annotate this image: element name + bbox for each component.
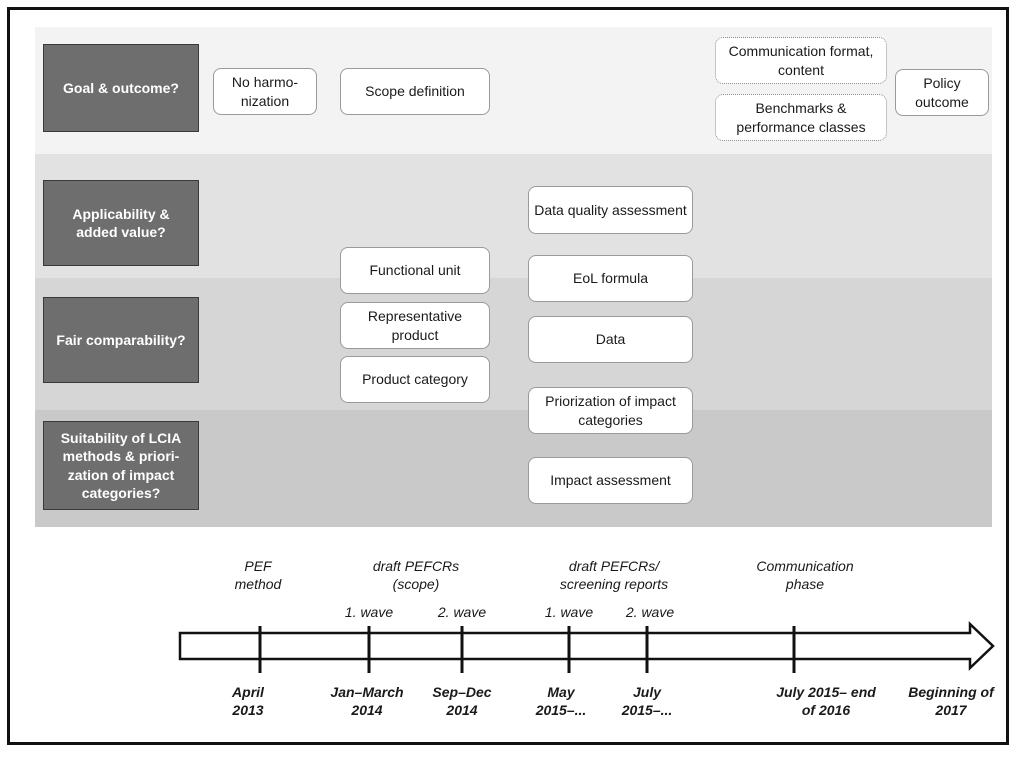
- date-label: Sep–Dec 2014: [432, 684, 492, 719]
- box-policy-outcome: Policy outcome: [895, 69, 989, 116]
- box-scope-definition: Scope definition: [340, 68, 490, 115]
- box-data: Data: [528, 316, 693, 363]
- date-label: May 2015–...: [535, 684, 587, 719]
- phase-draft-screening: draft PEFCRs/ screening reports: [559, 558, 669, 593]
- figure-frame: [7, 7, 1009, 745]
- phase-draft-scope: draft PEFCRs (scope): [372, 558, 460, 593]
- box-communication-format: Communication format, content: [715, 37, 887, 84]
- box-benchmarks: Benchmarks & performance classes: [715, 94, 887, 141]
- date-label: Beginning of 2017: [908, 684, 994, 719]
- wave-label: 2. wave: [625, 604, 675, 620]
- question-lcia: Suitability of LCIA methods & priori-zat…: [43, 421, 199, 510]
- date-label: July 2015–...: [621, 684, 673, 719]
- date-label: July 2015– end of 2016: [776, 684, 876, 719]
- box-impact-assessment: Impact assessment: [528, 457, 693, 504]
- wave-label: 1. wave: [544, 604, 594, 620]
- date-label: April 2013: [232, 684, 264, 719]
- question-fair-comparability: Fair comparability?: [43, 297, 199, 383]
- box-product-category: Product category: [340, 356, 490, 403]
- wave-label: 2. wave: [437, 604, 487, 620]
- box-priorization: Priorization of impact categories: [528, 387, 693, 434]
- wave-label: 1. wave: [344, 604, 394, 620]
- phase-communication: Communication phase: [756, 558, 854, 593]
- question-goal: Goal & outcome?: [43, 44, 199, 132]
- box-representative-product: Representative product: [340, 302, 490, 349]
- box-data-quality: Data quality assessment: [528, 186, 693, 234]
- date-label: Jan–March 2014: [330, 684, 404, 719]
- box-functional-unit: Functional unit: [340, 247, 490, 294]
- box-no-harmonization: No harmo-nization: [213, 68, 317, 115]
- phase-pef-method: PEF method: [234, 558, 282, 593]
- box-eol-formula: EoL formula: [528, 255, 693, 302]
- question-applicability: Applicability & added value?: [43, 180, 199, 266]
